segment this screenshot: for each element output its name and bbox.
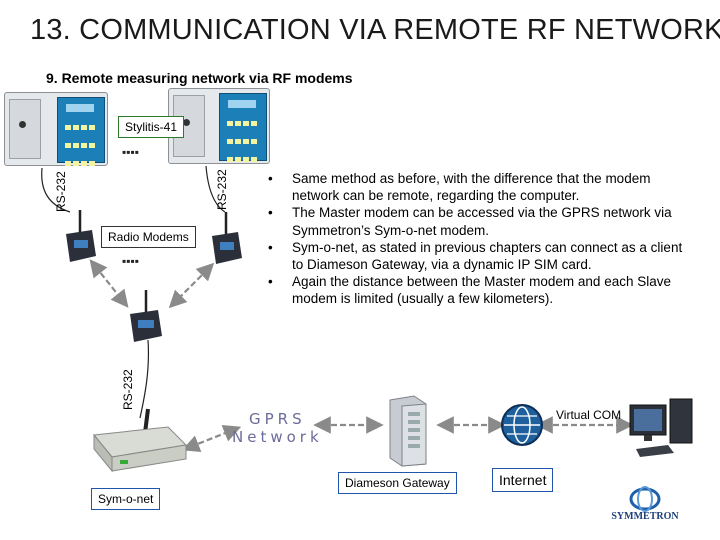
link-symonet-gprs [181, 425, 242, 452]
svg-text:▪▪▪▪: ▪▪▪▪ [122, 254, 139, 268]
data-logger-cabinet-right [168, 88, 270, 164]
virtual-com-label: Virtual COM [556, 408, 622, 422]
svg-text:▪▪▪▪: ▪▪▪▪ [122, 145, 139, 159]
rs232-label-bottom: RS-232 [121, 369, 135, 410]
gprs-network-label: GPRS Network [232, 410, 323, 446]
link-left-modem-master [89, 259, 129, 308]
sym-o-net-modem-icon [93, 408, 188, 473]
radio-modems-label: Radio Modems [101, 226, 196, 248]
rs232-label-left: RS-232 [54, 171, 68, 212]
stylitis-label: Stylitis-41 [118, 116, 185, 138]
bullet-item: Again the distance between the Master mo… [268, 273, 688, 307]
sym-o-net-label: Sym-o-net [91, 488, 161, 510]
page-title: 13. COMMUNICATION VIA REMOTE RF NETWORK [30, 14, 720, 46]
server-tower-icon [389, 395, 427, 467]
radio-modem-icon [66, 210, 96, 262]
data-logger-cabinet-left [4, 92, 108, 166]
radio-modem-icon [212, 212, 242, 264]
bullet-list: Same method as before, with the differen… [268, 170, 688, 308]
radio-modem-icon [130, 290, 162, 342]
rs232-label-middle: RS-232 [215, 169, 229, 210]
bullet-item: The Master modem can be accessed via the… [268, 204, 688, 238]
bullet-item: Same method as before, with the differen… [268, 170, 688, 204]
diameson-gateway-label: Diameson Gateway [338, 472, 457, 494]
globe-icon [501, 404, 543, 446]
link-right-modem-master [168, 262, 215, 309]
symmetron-logo: SYMMETRON [611, 486, 679, 522]
svg-text:SYMMETRON: SYMMETRON [611, 511, 679, 522]
subtitle: 9. Remote measuring network via RF modem… [46, 70, 353, 86]
internet-label: Internet [492, 468, 554, 492]
computer-icon [629, 398, 693, 457]
bullet-item: Sym-o-net, as stated in previous chapter… [268, 239, 688, 273]
